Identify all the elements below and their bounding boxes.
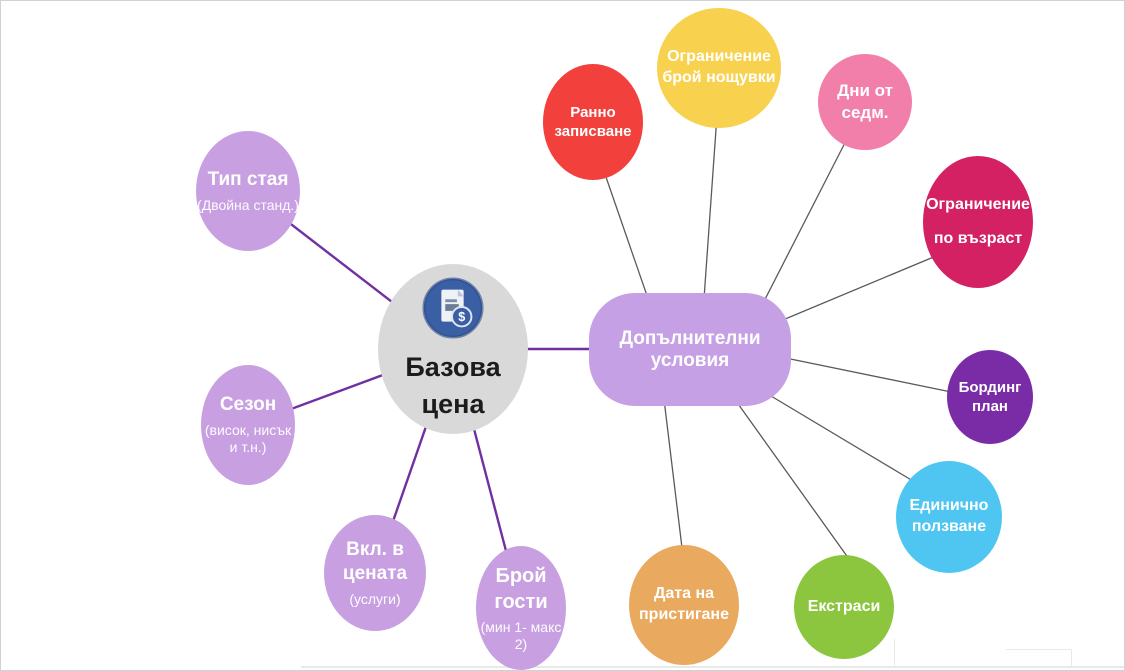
center-node-label: Базова цена xyxy=(405,352,501,419)
node-label: Ранно записване xyxy=(554,103,632,141)
price-document-icon: $ xyxy=(421,276,485,345)
svg-text:$: $ xyxy=(458,310,465,324)
node-sublabel: (мин 1- макс 2) xyxy=(480,618,562,653)
hub-label: Допълнителни условия xyxy=(619,327,761,371)
faint-gridline-horizontal xyxy=(301,666,1124,668)
node-label: Ограничение брой нощувки xyxy=(662,48,776,86)
edge-cond-dni xyxy=(757,130,852,314)
node-label: Брой гости xyxy=(494,564,548,613)
edge-cond-ekstrasi xyxy=(730,393,855,567)
edge-cond-ranno xyxy=(596,150,654,314)
node-tip-staya: Тип стая (Двойна станд.) xyxy=(196,131,300,251)
node-sublabel: (Двойна станд.) xyxy=(197,196,299,213)
node-label: Екстраси xyxy=(807,597,881,615)
faint-gridline-horizontal-2 xyxy=(1006,649,1071,650)
node-label: Сезон xyxy=(219,394,277,416)
node-label: Вкл. в цената xyxy=(342,538,408,585)
node-label: Единично ползване xyxy=(909,497,989,535)
node-label: Дата на пристигане xyxy=(639,585,729,623)
edge-cond-edinichno xyxy=(765,392,914,482)
node-label: Бординг план xyxy=(958,378,1022,416)
node-label: Тип стая xyxy=(207,168,289,190)
node-bazova-cena: $ Базова цена xyxy=(378,264,528,434)
node-edinichno-polzvane: Единично ползване xyxy=(896,461,1002,573)
node-label: Дни от седм. xyxy=(837,80,893,122)
edge-cond-vazrast xyxy=(765,255,937,328)
node-dopalnitelni-uslovia: Допълнителни условия xyxy=(589,293,791,406)
node-broy-gosti: Брой гости (мин 1- макс 2) xyxy=(476,546,566,670)
node-ranno-zapisvane: Ранно записване xyxy=(543,64,643,180)
node-ogranichenie-broy-noshtuvki: Ограничение брой нощувки xyxy=(657,8,781,128)
edge-cond-noshtuvki xyxy=(702,100,719,314)
faint-gridline-tick xyxy=(1071,649,1072,667)
node-label: Ограничение по възраст xyxy=(926,196,1030,247)
node-vkl-v-cenata: Вкл. в цената (услуги) xyxy=(324,515,426,631)
node-sublabel: (висок, нисък и т.н.) xyxy=(204,421,292,456)
faint-gridline-tick xyxy=(894,639,895,667)
node-ogranichenie-po-vazrast: Ограничение по възраст xyxy=(923,156,1033,288)
edge-cond-data xyxy=(662,390,684,557)
node-ekstrasi: Екстраси xyxy=(794,555,894,659)
node-sezon: Сезон (висок, нисък и т.н.) xyxy=(201,365,295,485)
node-sublabel: (услуги) xyxy=(349,590,401,607)
edge-cond-bording xyxy=(770,354,962,395)
node-dni-ot-sedm: Дни от седм. xyxy=(818,54,912,150)
node-data-na-pristigane: Дата на пристигане xyxy=(629,545,739,665)
node-bording-plan: Бординг план xyxy=(947,350,1033,444)
